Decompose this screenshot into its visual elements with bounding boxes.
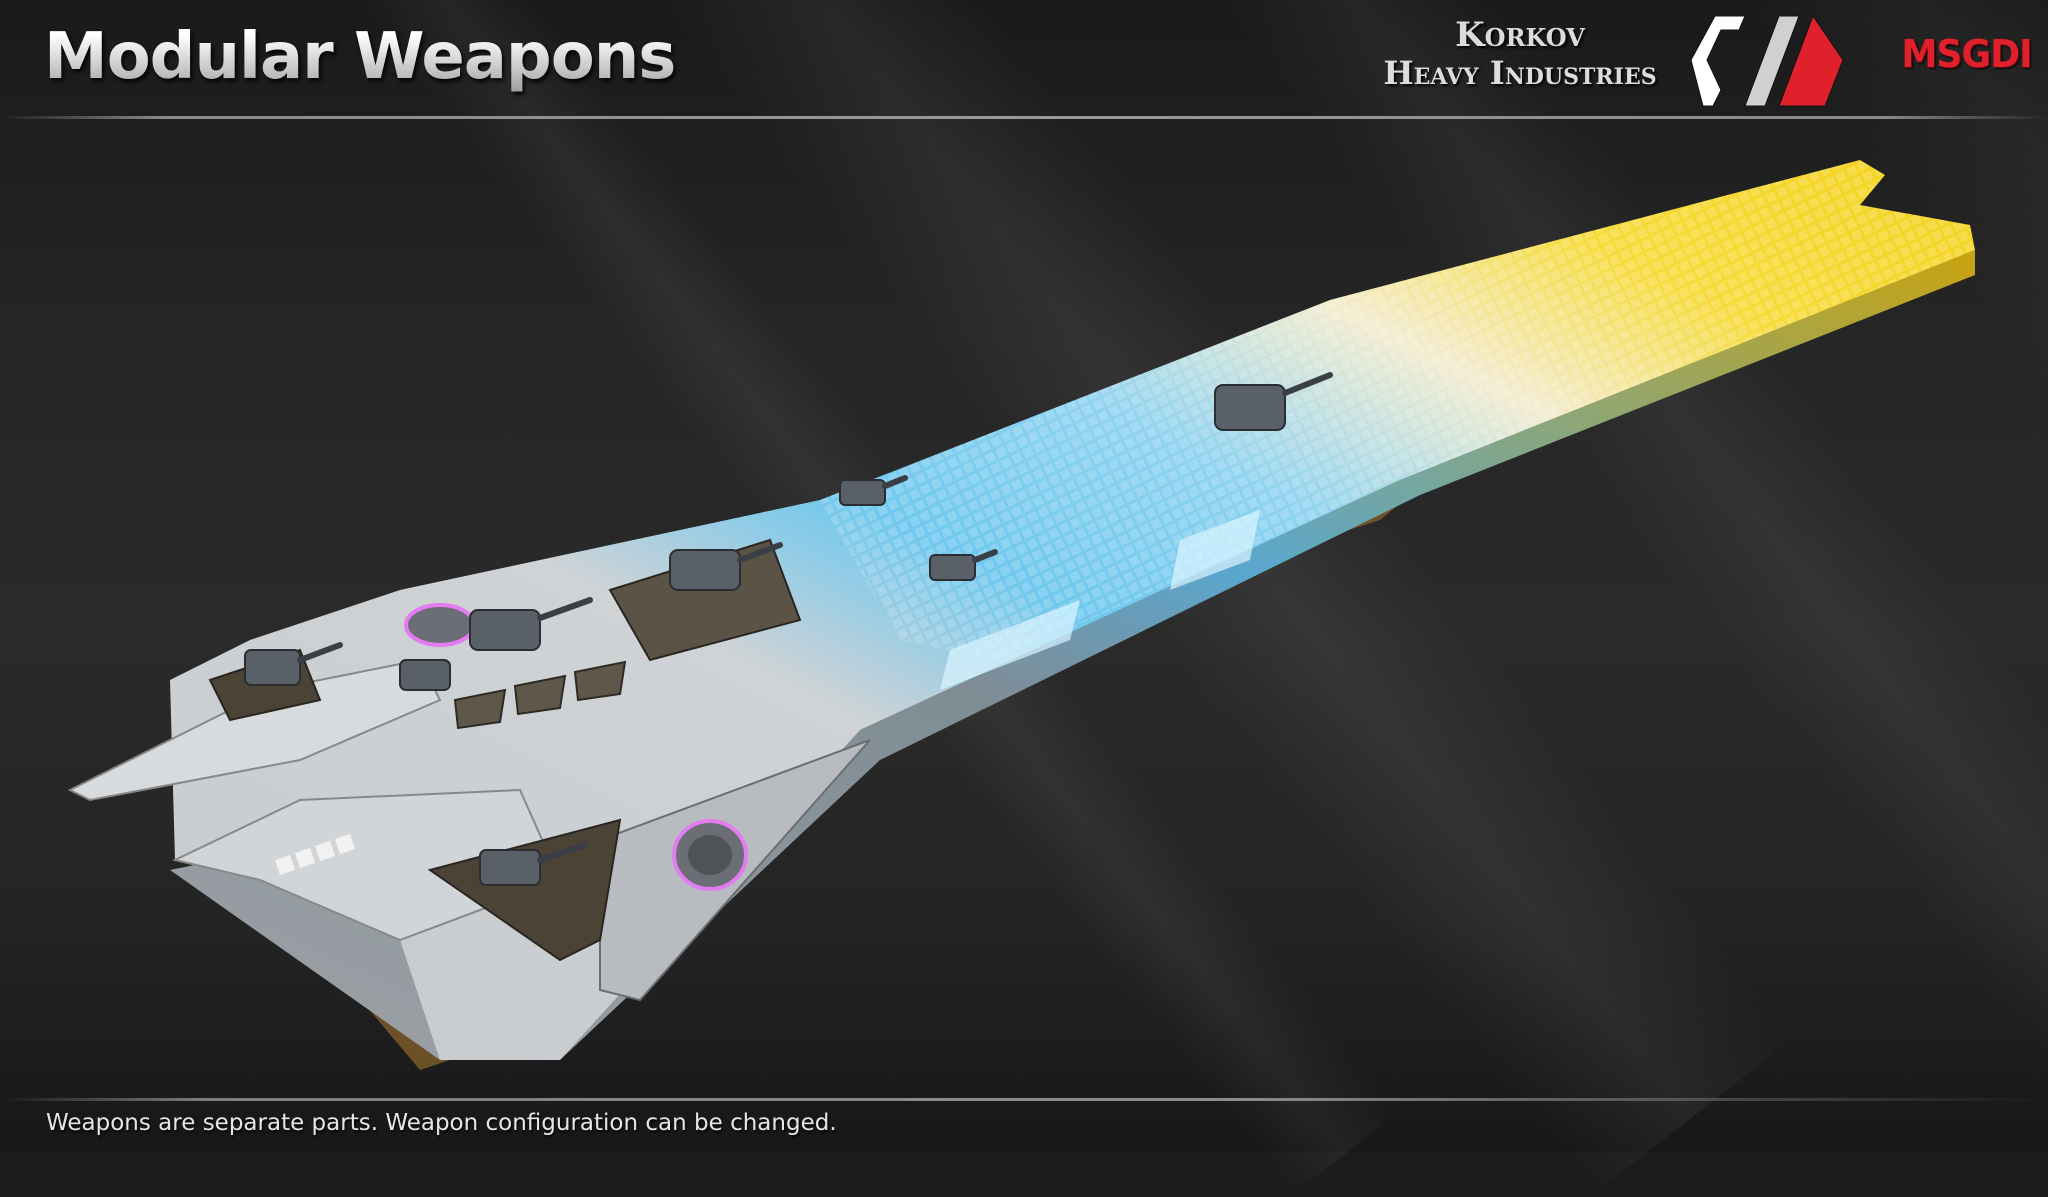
header-divider	[0, 116, 2048, 119]
turret-barrels	[297, 372, 1333, 863]
page-title: Modular Weapons	[44, 20, 676, 94]
turret-bay-forward	[427, 818, 622, 962]
turret	[929, 554, 976, 581]
turret	[669, 549, 741, 591]
deck-hatches	[453, 660, 627, 730]
turret	[479, 849, 541, 886]
bow-chevrons	[275, 834, 355, 875]
brand-name: Korkov Heavy Industries	[1370, 16, 1670, 92]
turret	[399, 659, 451, 691]
engine-core-bow	[688, 835, 732, 875]
weapon-turrets	[244, 384, 1286, 886]
turret	[1214, 384, 1286, 431]
turret	[469, 609, 541, 651]
engine-ring-top	[404, 603, 476, 647]
caption: Weapons are separate parts. Weapon confi…	[46, 1110, 837, 1136]
logo-white-bracket	[1690, 15, 1746, 107]
turret	[839, 479, 886, 506]
footer-divider	[0, 1098, 2048, 1101]
starship-render	[67, 160, 1975, 1070]
logo-red-shape	[1778, 14, 1844, 107]
brand-line-2: Heavy Industries	[1383, 54, 1657, 92]
logo-grey-slash	[1744, 15, 1800, 107]
brand-line-1: Korkov	[1455, 15, 1585, 55]
turret	[244, 649, 301, 686]
korkov-logo-icon	[1690, 14, 1844, 107]
hull-windows	[940, 510, 1260, 690]
hull-grid-overlay	[820, 160, 1975, 660]
publisher-logo: MSGDI	[1901, 32, 2032, 76]
